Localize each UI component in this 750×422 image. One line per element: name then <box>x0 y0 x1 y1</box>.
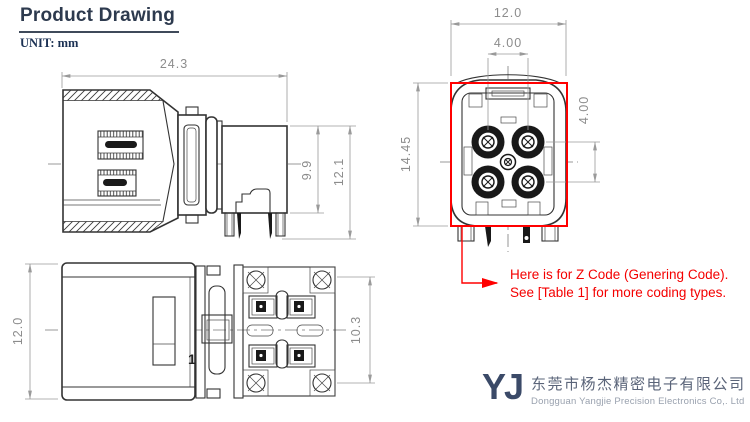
rear-contact <box>248 295 278 319</box>
dim-bottom-rear-height: 10.3 <box>337 276 375 384</box>
coding-annotation-line2: See [Table 1] for more coding types. <box>510 285 727 300</box>
front-inner-face <box>461 92 555 216</box>
mounting-plate <box>233 264 244 399</box>
bottom-view: 1 <box>11 262 375 401</box>
svg-text:14.45: 14.45 <box>399 136 413 172</box>
dim-front-width: 12.0 <box>450 6 567 76</box>
side-view: 24.3 9.9 12.1 <box>48 57 356 240</box>
svg-text:24.3: 24.3 <box>160 57 188 71</box>
svg-text:9.9: 9.9 <box>300 160 314 180</box>
svg-text:4.00: 4.00 <box>577 96 591 124</box>
page-title: Product Drawing <box>20 5 176 26</box>
logo-initials: YJ <box>482 366 524 407</box>
rear-contact <box>248 344 278 368</box>
boot-hatch-bottom <box>62 221 165 233</box>
coupling <box>177 106 223 224</box>
dim-front-height: 14.45 <box>399 82 448 227</box>
bottom-middle-section <box>195 265 233 399</box>
terminal-block-upper <box>97 130 144 160</box>
boot-cone-line <box>162 100 175 222</box>
svg-text:12.0: 12.0 <box>494 6 522 20</box>
contact-top-right <box>511 125 545 159</box>
logo-text: 东莞市杨杰精密电子有限公司 Dongguan Yangjie Precision… <box>531 373 746 407</box>
z-code-highlight-box <box>450 82 568 227</box>
dim-side-width: 24.3 <box>61 57 288 122</box>
boot-hatch-top <box>62 89 165 101</box>
contact-bottom-right <box>511 165 545 199</box>
contact-bottom-left <box>471 165 505 199</box>
terminal-block-lower <box>97 169 137 197</box>
svg-text:12.0: 12.0 <box>11 317 25 345</box>
dim-bottom-height: 12.0 <box>11 263 58 400</box>
latch-window <box>152 296 176 366</box>
dim-side-height-total: 12.1 <box>282 125 356 240</box>
bottom-rear-block <box>242 266 336 397</box>
z-code-leader-arrow <box>461 226 499 289</box>
keying-tab <box>485 87 531 100</box>
coding-annotation: Here is for Z Code (Genering Code). See … <box>510 266 728 302</box>
front-housing-dome <box>456 74 561 84</box>
pin-one-marking: 1 <box>188 351 196 367</box>
coding-annotation-line1: Here is for Z Code (Genering Code). <box>510 267 729 282</box>
company-logo: YJ 东莞市杨杰精密电子有限公司 Dongguan Yangjie Precis… <box>482 366 746 408</box>
title-underline <box>19 31 179 33</box>
center-guide-pin <box>499 153 517 171</box>
dim-front-pitch-vertical: 4.00 <box>546 96 600 183</box>
rear-contact <box>286 295 316 319</box>
company-name-cn: 东莞市杨杰精密电子有限公司 <box>531 376 746 393</box>
front-view: 12.0 4.00 14.45 4.00 <box>399 6 600 289</box>
unit-label: UNIT: mm <box>20 36 79 50</box>
company-name-en: Dongguan Yangjie Precision Electronics C… <box>531 396 745 407</box>
svg-text:4.00: 4.00 <box>494 36 522 50</box>
front-housing <box>450 79 567 227</box>
svg-text:12.1: 12.1 <box>332 158 346 186</box>
svg-text:10.3: 10.3 <box>349 316 363 344</box>
contact-top-left <box>471 125 505 159</box>
cable-boot <box>62 89 179 233</box>
dim-front-pitch-horizontal: 4.00 <box>487 36 529 130</box>
rear-contact <box>286 344 316 368</box>
side-housing <box>221 125 288 239</box>
socket-contacts <box>471 125 545 199</box>
dim-side-height-body: 9.9 <box>290 125 356 214</box>
